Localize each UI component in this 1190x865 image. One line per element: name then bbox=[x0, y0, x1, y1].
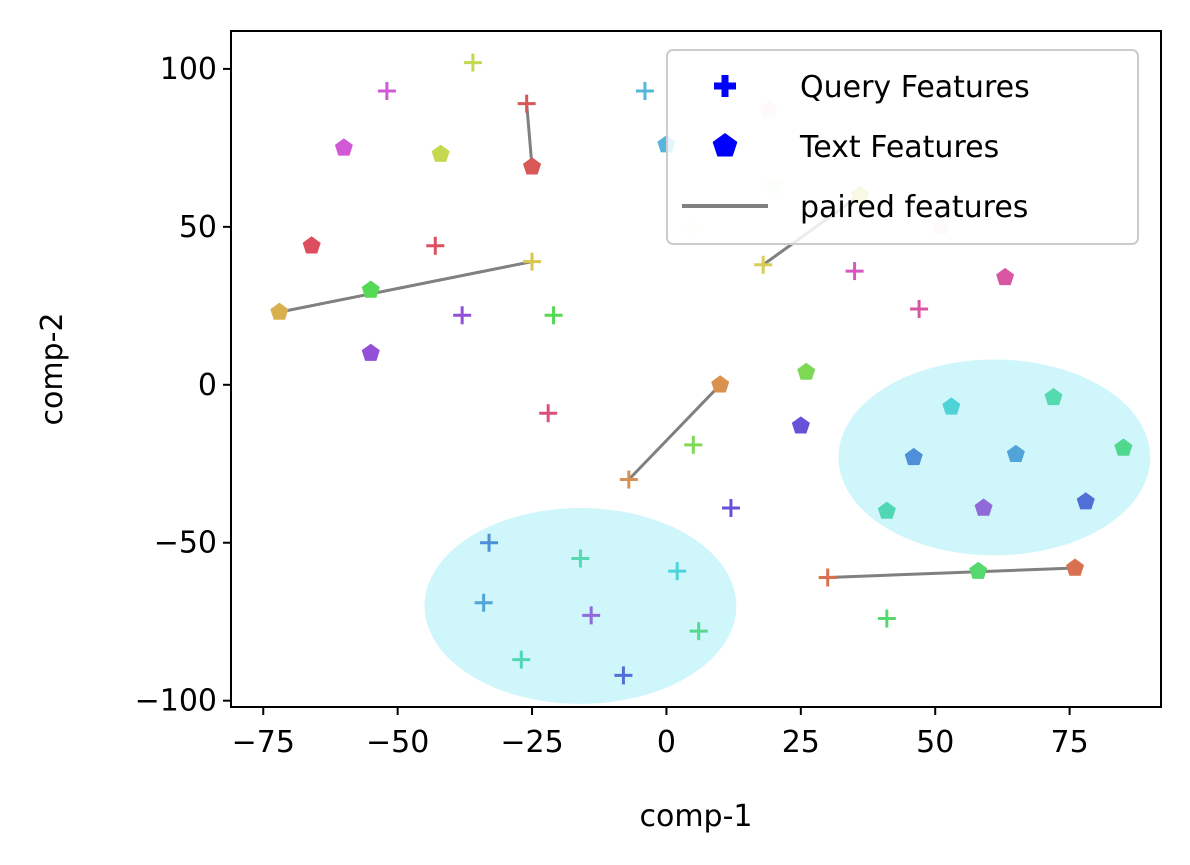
text-feature-point bbox=[996, 267, 1015, 286]
text-feature-point bbox=[877, 501, 896, 519]
legend-label: Query Features bbox=[800, 70, 1030, 105]
x-axis-label: comp-1 bbox=[639, 799, 752, 834]
query-feature-point bbox=[582, 606, 601, 625]
paired-line bbox=[827, 566, 1076, 579]
text-feature-point bbox=[974, 498, 993, 516]
highlight-ellipse bbox=[424, 507, 737, 704]
query-feature-point bbox=[517, 94, 536, 113]
x-tick-label: 25 bbox=[782, 725, 820, 760]
y-axis-label: comp-2 bbox=[35, 312, 70, 425]
text-feature-point bbox=[711, 375, 730, 393]
paired-line bbox=[627, 383, 722, 481]
legend-plus-icon bbox=[714, 75, 736, 97]
query-feature-point bbox=[474, 593, 493, 612]
y-tick-label: −100 bbox=[135, 684, 217, 719]
text-feature-point bbox=[904, 447, 923, 466]
query-feature-point bbox=[614, 666, 633, 685]
plot-frame bbox=[230, 30, 1162, 708]
query-feature-point bbox=[463, 53, 482, 72]
legend-label: Text Features bbox=[799, 130, 999, 165]
query-feature-point bbox=[754, 255, 773, 274]
query-feature-point bbox=[544, 306, 563, 325]
text-feature-point bbox=[270, 302, 289, 320]
highlight-ellipses bbox=[424, 359, 1151, 704]
text-feature-point bbox=[523, 157, 542, 175]
y-tick-label: 50 bbox=[179, 210, 217, 245]
query-feature-point bbox=[453, 306, 472, 325]
query-feature-point bbox=[523, 252, 542, 271]
text-feature-point bbox=[1066, 558, 1084, 576]
text-feature-point bbox=[791, 416, 810, 434]
query-feature-point bbox=[721, 498, 740, 517]
x-tick-label: −50 bbox=[366, 725, 429, 760]
axis-ticks: −75 −50 −25 0 25 50 75 −100 −50 0 50 100 bbox=[135, 52, 1089, 760]
text-feature-point bbox=[969, 561, 988, 579]
text-feature-point bbox=[797, 362, 816, 380]
query-feature-point bbox=[910, 299, 929, 318]
query-feature-point bbox=[426, 236, 445, 255]
x-tick-label: 0 bbox=[657, 725, 676, 760]
query-feature-point bbox=[877, 609, 896, 628]
text-feature-point bbox=[942, 397, 961, 415]
highlight-ellipse bbox=[838, 359, 1151, 556]
query-feature-point bbox=[480, 533, 499, 552]
paired-line bbox=[279, 260, 533, 314]
y-tick-label: 100 bbox=[160, 52, 217, 87]
text-feature-point bbox=[361, 343, 380, 361]
text-feature-point bbox=[1044, 387, 1063, 406]
legend-box bbox=[666, 49, 1139, 245]
text-feature-point bbox=[334, 138, 353, 156]
query-feature-point bbox=[668, 562, 687, 581]
query-feature-point bbox=[512, 650, 531, 669]
text-feature-point bbox=[1076, 492, 1095, 510]
text-feature-point bbox=[431, 144, 450, 162]
y-tick-label: −50 bbox=[154, 526, 217, 561]
paired-line bbox=[525, 103, 534, 167]
query-feature-point bbox=[635, 82, 654, 101]
query-feature-point bbox=[377, 82, 396, 101]
query-features-points bbox=[377, 53, 929, 685]
y-tick-label: 0 bbox=[198, 368, 217, 403]
legend-item: paired features bbox=[682, 190, 1028, 225]
query-feature-point bbox=[539, 404, 558, 423]
legend-label: paired features bbox=[800, 190, 1028, 225]
x-tick-label: 75 bbox=[1051, 725, 1089, 760]
x-tick-label: −25 bbox=[500, 725, 563, 760]
query-feature-point bbox=[845, 262, 864, 281]
query-feature-point bbox=[818, 568, 837, 587]
query-feature-point bbox=[571, 549, 590, 568]
query-feature-point bbox=[619, 470, 638, 489]
legend-item: Query Features bbox=[714, 70, 1030, 105]
x-tick-label: −75 bbox=[232, 725, 295, 760]
text-feature-point bbox=[302, 236, 321, 254]
legend-item: Text Features bbox=[712, 130, 999, 165]
x-tick-label: 50 bbox=[916, 725, 954, 760]
legend-pentagon-icon bbox=[712, 133, 738, 157]
text-feature-point bbox=[1006, 444, 1025, 462]
query-feature-point bbox=[689, 622, 708, 641]
text-feature-point bbox=[361, 280, 380, 298]
text-feature-point bbox=[1114, 438, 1133, 456]
query-feature-point bbox=[684, 435, 703, 454]
